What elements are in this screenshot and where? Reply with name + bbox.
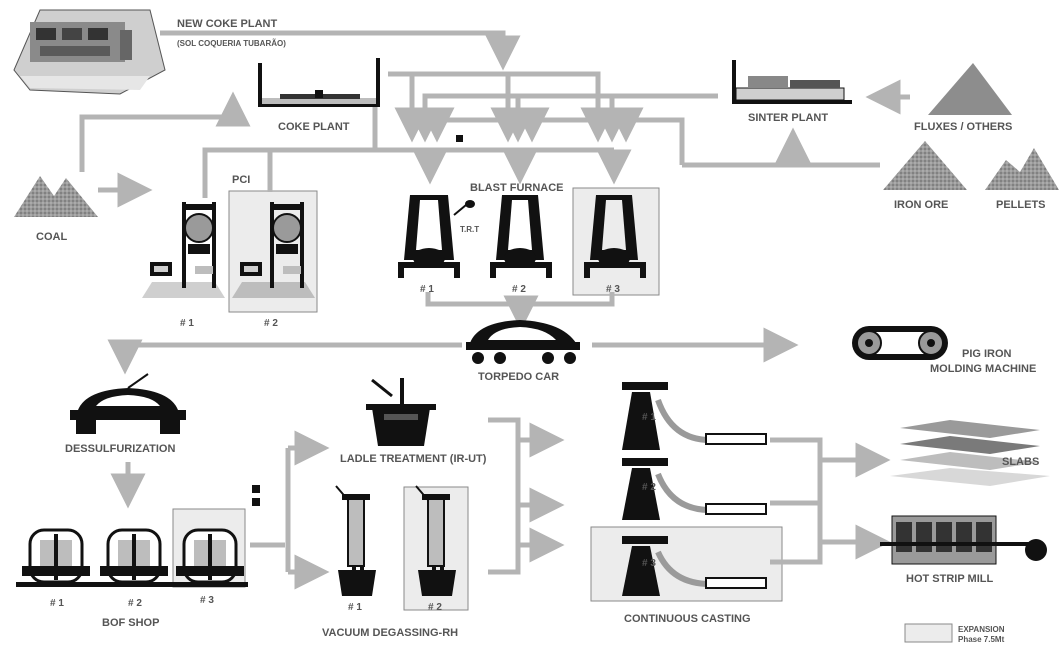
label-bf-1: # 1: [420, 284, 434, 295]
label-bf-3: # 3: [606, 284, 620, 295]
bof-floor-line: [16, 582, 248, 587]
label-rh-1: # 1: [348, 602, 362, 613]
label-dessulfurization: DESSULFURIZATION: [65, 443, 175, 455]
marker-square-2: [252, 498, 260, 506]
coal-pile-icon: [14, 176, 98, 217]
label-cc-1: # 1: [642, 412, 656, 423]
label-bof-1: # 1: [50, 598, 64, 609]
label-fluxes: FLUXES / OTHERS: [914, 121, 1012, 133]
hot-strip-mill-icon: [880, 516, 1047, 564]
label-pig-iron-1: PIG IRON: [962, 348, 1012, 360]
blast-furnace-1-icon: [398, 195, 475, 278]
label-cc-3: # 3: [642, 558, 656, 569]
label-expansion-2: Phase 7.5Mt: [958, 635, 1005, 644]
label-bof-2: # 2: [128, 598, 142, 609]
label-pci-2: # 2: [264, 318, 278, 329]
pellets-pile-icon: [985, 148, 1059, 190]
label-new-coke-plant-sub: (SOL COQUERIA TUBARÃO): [177, 39, 286, 48]
bof-converter-3-icon: [176, 530, 244, 582]
label-vacuum-degassing: VACUUM DEGASSING-RH: [322, 627, 458, 639]
arrow-secondary-merge: [488, 420, 518, 572]
bof-converter-1-icon: [22, 530, 90, 582]
sinter-plant-icon: [732, 60, 852, 104]
label-iron-ore: IRON ORE: [894, 199, 948, 211]
vacuum-degassing-1-icon: [336, 486, 376, 596]
label-new-coke-plant: NEW COKE PLANT: [177, 18, 278, 30]
marker-square-1: [252, 485, 260, 493]
label-rh-2: # 2: [428, 602, 442, 613]
label-cc-2: # 2: [642, 482, 656, 493]
arrow-sinter-header: [425, 96, 718, 130]
label-pig-iron-2: MOLDING MACHINE: [930, 363, 1036, 375]
torpedo-car-icon: [466, 320, 580, 364]
arrow-torpedo-to-desulf: [125, 345, 462, 362]
label-ladle-treatment: LADLE TREATMENT (IR-UT): [340, 453, 487, 465]
blast-furnace-2-icon: [490, 195, 552, 278]
ladle-treatment-icon: [366, 378, 436, 446]
label-pellets: PELLETS: [996, 199, 1046, 211]
label-trt: T.R.T: [460, 225, 479, 234]
bof-converter-2-icon: [100, 530, 168, 582]
expansion-box-cc-3: [591, 527, 782, 601]
label-bof-3: # 3: [200, 595, 214, 606]
label-pci-1: # 1: [180, 318, 194, 329]
dessulfurization-icon: [70, 374, 186, 434]
pig-iron-machine-icon: [852, 326, 948, 360]
label-coke-plant: COKE PLANT: [278, 121, 350, 133]
label-sinter-plant: SINTER PLANT: [748, 112, 828, 124]
fluxes-pile-icon: [928, 63, 1012, 115]
label-blast-furnace: BLAST FURNACE: [470, 182, 564, 194]
expansion-legend-swatch: [905, 624, 952, 642]
pci-unit-1-icon: [142, 202, 225, 298]
arrow-coal-to-coke-plant: [82, 104, 233, 172]
label-expansion-1: EXPANSION: [958, 625, 1005, 634]
label-torpedo-car: TORPEDO CAR: [478, 371, 559, 383]
junction-marker: [456, 135, 463, 142]
label-hot-strip-mill: HOT STRIP MILL: [906, 573, 993, 585]
label-continuous-casting: CONTINUOUS CASTING: [624, 613, 751, 625]
label-bof-shop: BOF SHOP: [102, 617, 159, 629]
arrow-ore-header: [437, 120, 682, 165]
coke-plant-icon: [258, 58, 380, 107]
new-coke-plant-image: [14, 10, 165, 94]
iron-ore-pile-icon: [883, 141, 967, 190]
label-pci: PCI: [232, 174, 250, 186]
label-bf-2: # 2: [512, 284, 526, 295]
slabs-icon: [890, 420, 1050, 486]
label-coal: COAL: [36, 231, 67, 243]
label-slabs: SLABS: [1002, 456, 1039, 468]
